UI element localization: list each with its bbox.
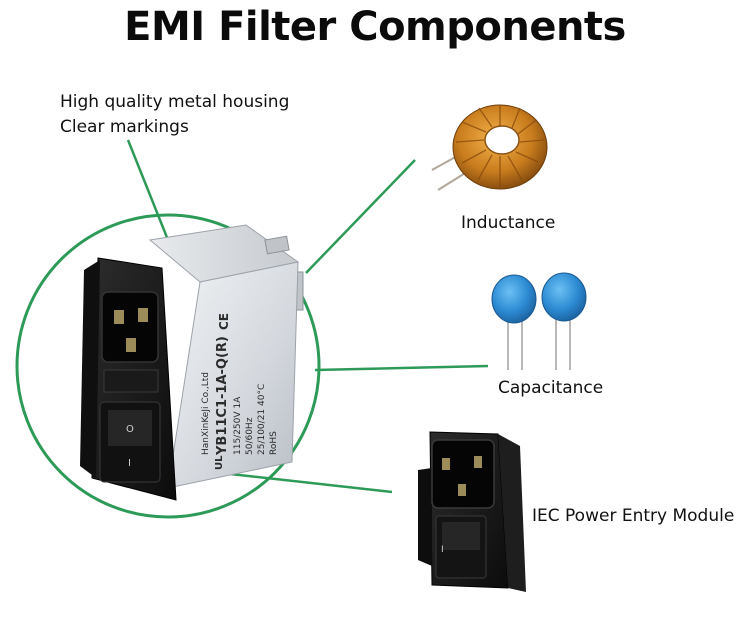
housing-label-line1: High quality metal housing	[60, 92, 290, 112]
inductor-image	[431, 104, 548, 191]
inductance-label: Inductance	[461, 213, 556, 233]
emi-filter-closeup: O I HanXinKeJi Co.,Ltd YB11C1-1A-Q(R) 11…	[80, 224, 304, 501]
filter-rating3: 25/100/21 40°C	[257, 384, 267, 455]
svg-text:O: O	[126, 424, 134, 435]
magnifier-circle	[15, 213, 321, 519]
svg-text:I: I	[128, 458, 131, 469]
capacitance-label: Capacitance	[498, 378, 604, 398]
ul-mark-icon: UL	[214, 455, 225, 470]
filter-brand: HanXinKeJi Co.,Ltd	[201, 372, 211, 455]
page-title: EMI Filter Components	[124, 4, 626, 50]
filter-rating2: 50/60Hz	[245, 417, 255, 455]
switch-mark: I	[441, 545, 444, 555]
filter-rating1: 115/250V 1A	[233, 396, 243, 455]
housing-leader-line	[126, 139, 170, 241]
ce-mark-icon: CE	[217, 313, 231, 330]
capacitance-leader-line	[314, 364, 489, 372]
iec-module-image: I	[418, 431, 526, 592]
inductance-leader-line	[305, 159, 416, 274]
filter-model: YB11C1-1A-Q(R)	[215, 336, 230, 456]
filter-rohs: RoHS	[269, 431, 279, 455]
capacitor-image	[491, 272, 587, 370]
housing-label: High quality metal housing Clear marking…	[60, 90, 289, 140]
iec-module-label: IEC Power Entry Module	[532, 506, 735, 526]
housing-label-line2: Clear markings	[60, 117, 189, 137]
